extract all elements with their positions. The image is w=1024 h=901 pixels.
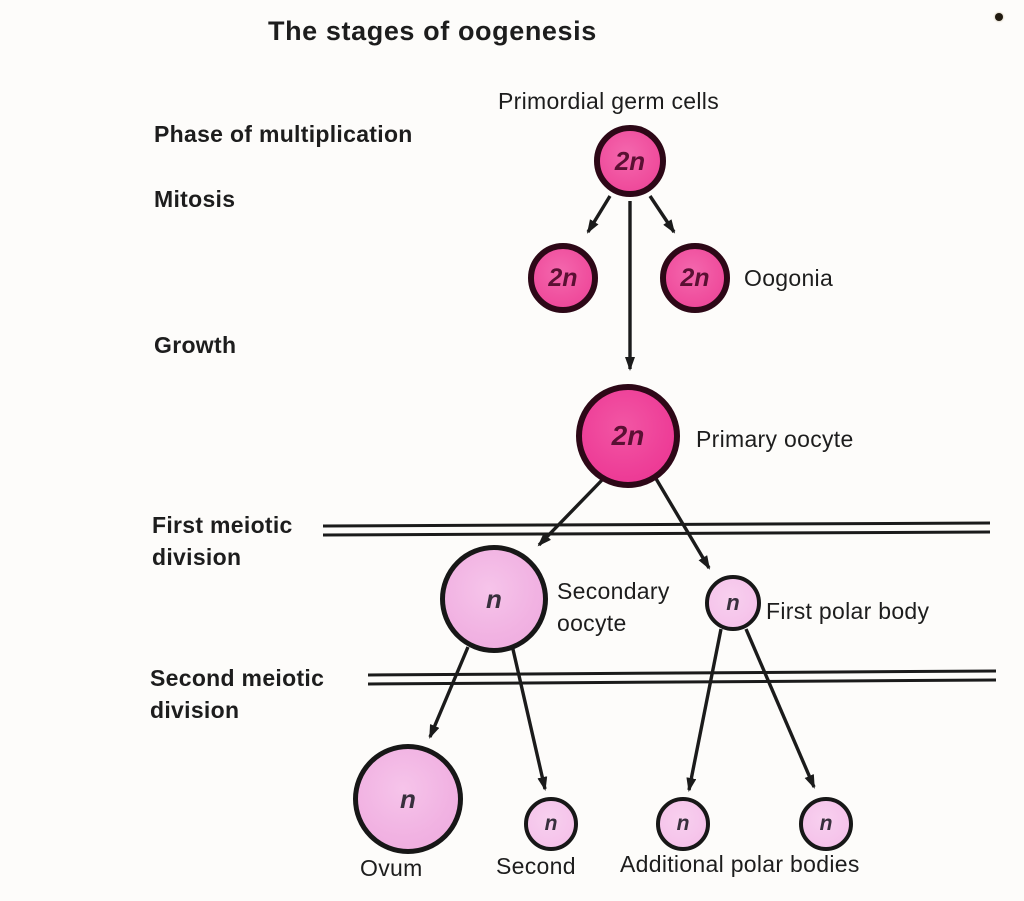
additional-polar-body-2: n (799, 797, 853, 851)
diagram-title: The stages of oogenesis (268, 16, 597, 46)
ink-dot (995, 13, 1003, 21)
first-polar-body-ploidy: n (726, 590, 740, 615)
phase-of-multiplication-label: Phase of multiplication (154, 121, 413, 147)
primordial-germ-cell-ploidy: 2n (614, 145, 646, 176)
second-polar-body-ploidy: n (544, 812, 558, 835)
arrow-primordial-to-right-oogonium (648, 195, 676, 234)
oogonium-right: 2n (660, 243, 730, 313)
ovum-label: Ovum (360, 855, 423, 881)
arrow-primary-to-first-polar-body (653, 476, 711, 570)
primordial-germ-cells-label: Primordial germ cells (498, 88, 720, 114)
arrow-first-polar-body-to-additional-2 (744, 628, 816, 789)
arrow-primordial-to-left-oogonium (586, 195, 612, 234)
primordial-germ-cell: 2n (594, 125, 666, 197)
additional-polar-body-1: n (656, 797, 710, 851)
additional-polar-body-2-ploidy: n (819, 812, 833, 835)
secondary-oocyte-ploidy: n (486, 583, 502, 614)
secondary-oocyte-label: Secondary oocyte (557, 578, 670, 636)
first-polar-body: n (705, 575, 761, 631)
primary-oocyte: 2n (576, 384, 680, 488)
arrow-secondary-to-second-polar-body (510, 644, 548, 791)
second-meiotic-division-line (367, 669, 997, 686)
secondary-oocyte: n (440, 545, 548, 653)
oogonium-left: 2n (528, 243, 598, 313)
oogonium-right-ploidy: 2n (680, 263, 710, 292)
primary-oocyte-ploidy: 2n (611, 420, 645, 451)
first-meiotic-division-line (322, 521, 991, 537)
arrow-secondary-to-ovum (428, 646, 470, 739)
primary-oocyte-label: Primary oocyte (696, 426, 854, 452)
arrow-first-polar-body-to-additional-1 (686, 628, 723, 792)
oogonia-label: Oogonia (744, 265, 834, 291)
ovum: n (353, 744, 463, 854)
second-meiotic-division-label: Second meiotic division (150, 665, 325, 723)
first-meiotic-division-label: First meiotic division (152, 512, 293, 570)
second-polar-body: n (524, 797, 578, 851)
first-polar-body-label: First polar body (766, 598, 930, 624)
additional-polar-bodies-label: Additional polar bodies (620, 851, 860, 877)
second-label: Second (496, 853, 576, 879)
mitosis-label: Mitosis (154, 186, 236, 212)
additional-polar-body-1-ploidy: n (676, 812, 690, 835)
arrow-primary-to-secondary-oocyte (537, 476, 606, 547)
ovum-ploidy: n (400, 783, 416, 814)
oogonium-left-ploidy: 2n (548, 263, 578, 292)
growth-label: Growth (154, 332, 237, 358)
